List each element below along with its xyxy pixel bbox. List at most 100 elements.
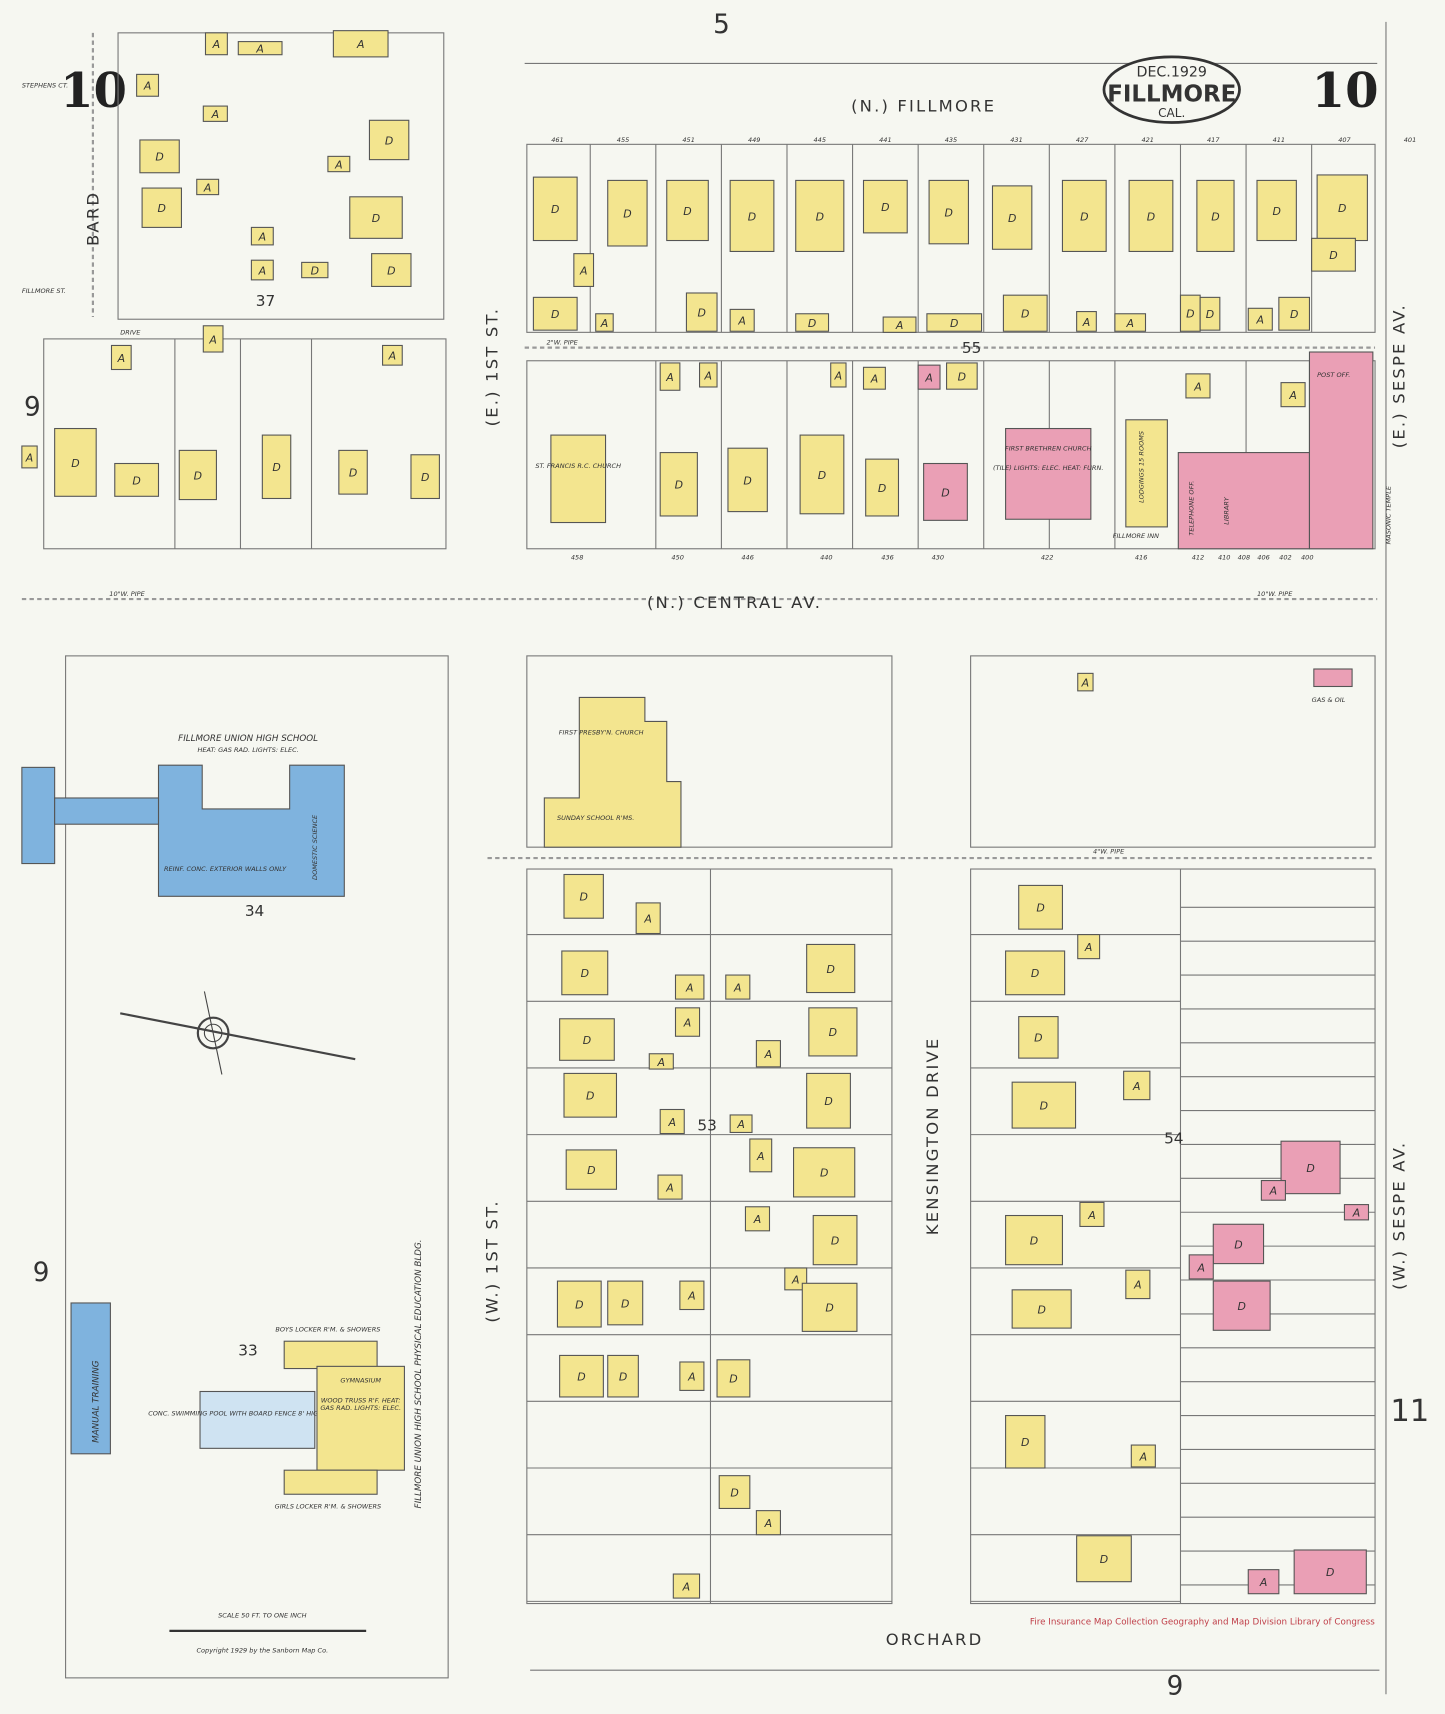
- street-orchard: ORCHARD: [886, 1630, 984, 1649]
- building-code: D: [551, 308, 559, 321]
- building-code: A: [1256, 314, 1264, 327]
- building-code: D: [831, 1234, 839, 1247]
- st-francis-label: ST. FRANCIS R.C. CHURCH: [535, 462, 621, 470]
- auto-building: A: [635, 902, 661, 935]
- dwelling-building: D: [1018, 884, 1063, 930]
- building-code: A: [704, 369, 712, 382]
- building-code: D: [816, 210, 824, 223]
- building-code: D: [621, 1297, 629, 1310]
- building-code: A: [600, 317, 608, 330]
- building-code: D: [1234, 1238, 1242, 1251]
- building-code: D: [824, 1095, 832, 1108]
- building-code: A: [1197, 1261, 1205, 1274]
- building-code: A: [1087, 1209, 1095, 1222]
- pipe-label: 10"W. PIPE: [109, 590, 145, 598]
- building-code: D: [1021, 1436, 1029, 1449]
- dwelling-building: D: [607, 1280, 644, 1326]
- building-code: D: [1290, 308, 1298, 321]
- building-code: D: [1021, 308, 1029, 321]
- building-code: D: [818, 469, 826, 482]
- dwelling-building: D: [795, 179, 845, 253]
- auto-building: A: [725, 974, 751, 1000]
- dwelling-building: D: [926, 313, 983, 332]
- auto-building: A: [1343, 1204, 1370, 1221]
- building-code: D: [698, 306, 706, 319]
- block-outlines: [43, 32, 1376, 1679]
- address-number: 450: [671, 554, 684, 562]
- scale-bar: SCALE 50 FT. TO ONE INCH Copyright 1929 …: [169, 1612, 367, 1655]
- dwelling-building: D: [1076, 1535, 1132, 1583]
- address-number: 416: [1135, 554, 1148, 562]
- dwelling-building: D: [685, 292, 718, 332]
- building-code: D: [950, 317, 958, 330]
- building-code: A: [579, 264, 587, 277]
- dwelling-building: D: [261, 434, 292, 500]
- auto-building: A: [382, 344, 403, 366]
- dwelling-building: D: [54, 427, 97, 497]
- building-code: D: [729, 1373, 737, 1386]
- address-number: 411: [1273, 136, 1286, 144]
- building-code: A: [764, 1048, 772, 1061]
- title-city: FILLMORE: [1107, 82, 1236, 108]
- building-code: A: [665, 1181, 673, 1194]
- auto-building: A: [237, 41, 283, 56]
- block-number: 54: [1164, 1129, 1183, 1147]
- dwelling-building: D: [607, 1354, 639, 1398]
- domestic-science-label: DOMESTIC SCIENCE: [311, 814, 319, 880]
- building-code: A: [208, 333, 216, 346]
- dwelling-building: D: [727, 447, 768, 513]
- auto-building: A: [1185, 373, 1211, 399]
- building-code: D: [1034, 1032, 1042, 1045]
- building-code: D: [1037, 1303, 1045, 1316]
- address-number: 461: [551, 136, 564, 144]
- copyright: Copyright 1929 by the Sanborn Map Co.: [196, 1647, 328, 1655]
- building-code: D: [1080, 210, 1088, 223]
- gymnasium-note-box: WOOD TRUSS R'F. HEAT: GAS RAD. LIGHTS: E…: [320, 1397, 401, 1412]
- lot-lines: [174, 144, 1376, 1604]
- building-code: D: [730, 1486, 738, 1499]
- auto-building: A: [674, 1007, 701, 1037]
- building-code: A: [1352, 1207, 1360, 1220]
- loc-stamp: Fire Insurance Map Collection Geography …: [1030, 1617, 1375, 1627]
- dwelling-building: D: [793, 1147, 856, 1198]
- dwelling-building: D: [1311, 237, 1356, 272]
- dwelling-building: D: [946, 362, 978, 390]
- building-code: D: [683, 205, 691, 218]
- dwelling-building: D: [301, 261, 329, 279]
- dwelling-building: D: [1212, 1280, 1271, 1331]
- auto-building: A: [784, 1267, 808, 1291]
- building-code: A: [388, 350, 396, 363]
- address-number: 436: [881, 554, 894, 562]
- dwelling-building: D: [410, 454, 440, 500]
- commercial-row: TELEPHONE OFF. LIBRARY POST OFF. MASONIC…: [1177, 351, 1392, 550]
- dwelling-building: D: [923, 462, 968, 521]
- building-code: D: [878, 482, 886, 495]
- dwelling-building: D: [114, 462, 160, 497]
- dwelling-building: D: [808, 1007, 858, 1057]
- auto-building: A: [882, 316, 917, 333]
- building-code: A: [1132, 1080, 1140, 1093]
- buildings: D D D D D D D D D D D D D D A A D A D A D D A A D D A D D A A A A A D A A D D D…: [21, 30, 1370, 1599]
- building-code: D: [748, 210, 756, 223]
- telephone-office-label: TELEPHONE OFF.: [1188, 481, 1196, 536]
- building-code: D: [1329, 249, 1337, 262]
- building-code: A: [1288, 389, 1296, 402]
- dwelling-building: D: [368, 119, 410, 161]
- dwelling-building: D: [1179, 294, 1201, 332]
- building-code: A: [683, 1016, 691, 1029]
- building-code: D: [1206, 308, 1214, 321]
- boys-locker-label: BOYS LOCKER R'M. & SHOWERS: [275, 1325, 380, 1333]
- building-code: A: [1259, 1576, 1267, 1589]
- building-code: A: [1139, 1450, 1147, 1463]
- auto-building: A: [250, 259, 274, 281]
- auto-building: A: [674, 974, 705, 1000]
- manual-training: MANUAL TRAINING: [70, 1302, 111, 1455]
- building-code: D: [827, 963, 835, 976]
- building-code: D: [1100, 1553, 1108, 1566]
- dwelling-building: D: [561, 950, 609, 996]
- compass-rose-icon: [120, 991, 356, 1075]
- building-code: A: [1082, 316, 1090, 329]
- building-code: D: [1338, 202, 1346, 215]
- block-number: 34: [245, 902, 264, 920]
